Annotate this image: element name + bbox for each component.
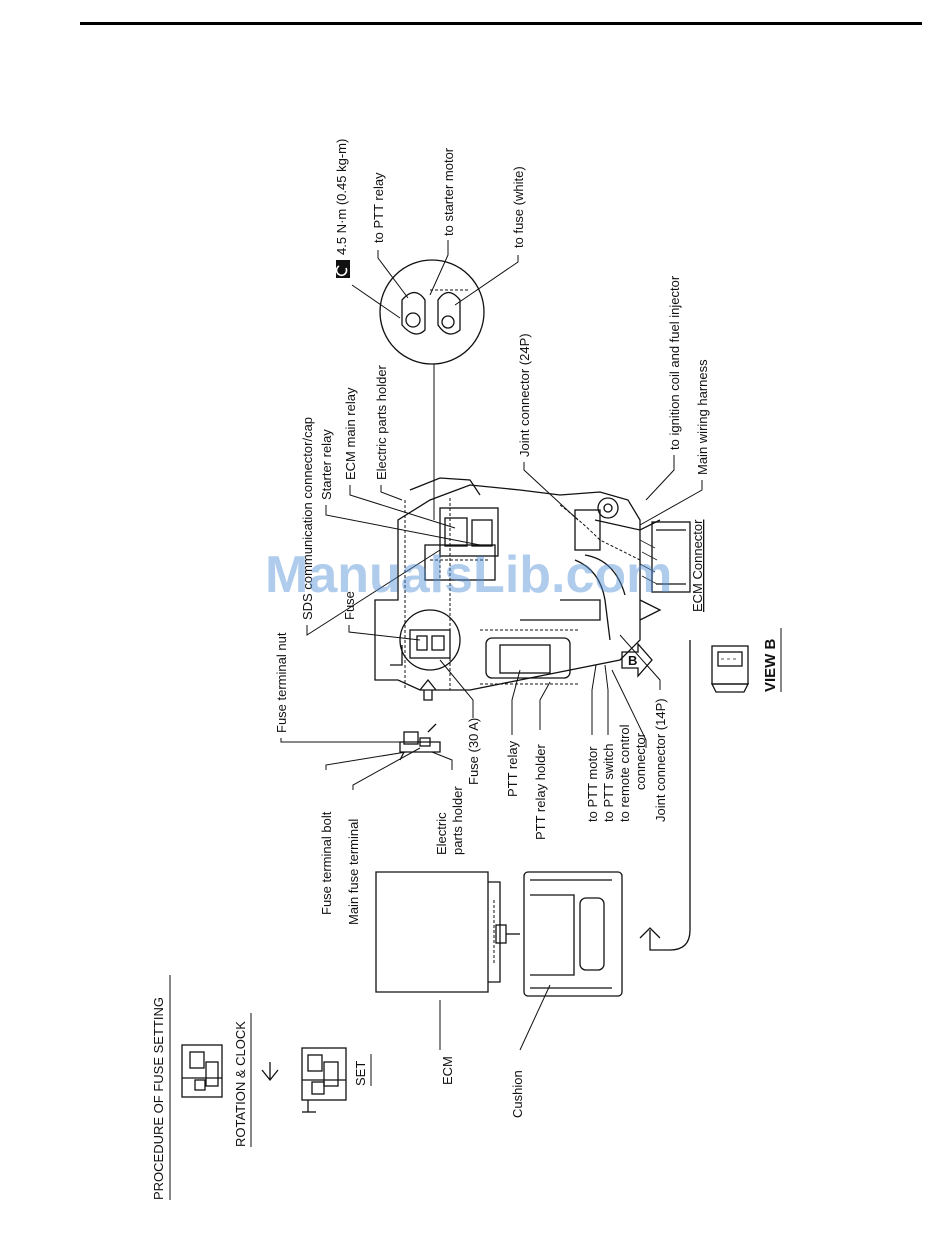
- rotation-step-label: ROTATION & CLOCK: [233, 1021, 248, 1147]
- terminal-detail-circle: [379, 259, 485, 520]
- to-ptt-switch-label: to PTT switch: [601, 743, 616, 822]
- to-ptt-motor-label: to PTT motor: [585, 746, 600, 822]
- view-b-marker: B: [628, 653, 637, 668]
- electric-parts-holder-label-line1: Electric: [434, 812, 449, 855]
- ecm-main-relay-label: ECM main relay: [343, 387, 358, 480]
- main-wiring-harness-label: Main wiring harness: [695, 359, 710, 475]
- fuse-30a-label: Fuse (30 A): [466, 718, 481, 785]
- view-b-connector: [710, 645, 750, 693]
- fuse-label: Fuse: [342, 591, 357, 620]
- joint-connector-14p-label: Joint connector (14P): [653, 698, 668, 822]
- procedure-title: PROCEDURE OF FUSE SETTING: [151, 997, 166, 1200]
- torque-spec: 4.5 N·m (0.45 kg-m): [334, 139, 349, 255]
- to-remote-control-label-line1: to remote control: [617, 724, 632, 822]
- electric-parts-holder-label-line2: parts holder: [450, 786, 465, 855]
- fuse-rotation-icon: [181, 1044, 223, 1098]
- view-b-title: VIEW B: [762, 638, 779, 692]
- fuse-terminal-nut-label: Fuse terminal nut: [274, 632, 289, 733]
- ecm-unit: [375, 871, 520, 993]
- fuse-set-icon: [301, 1047, 347, 1113]
- ecm-label: ECM: [440, 1056, 455, 1085]
- ptt-relay-holder-label: PTT relay holder: [533, 743, 548, 840]
- set-step-label: SET: [353, 1061, 368, 1086]
- watermark: ManualsLib.com: [265, 546, 672, 604]
- torque-wrench-icon: [335, 260, 350, 278]
- main-fuse-terminal-detail: [399, 723, 441, 761]
- electric-parts-holder-assembly: [374, 477, 691, 701]
- sds-connector-label: SDS communication connector/cap: [300, 417, 315, 620]
- starter-relay-label: Starter relay: [319, 429, 334, 500]
- ecm-connector-label: ECM Connector: [690, 519, 705, 612]
- electric-parts-holder-top-label: Electric parts holder: [374, 364, 389, 480]
- direction-arrow-icon: [261, 1062, 279, 1082]
- cushion: [523, 871, 623, 997]
- to-ptt-relay-label: to PTT relay: [371, 172, 386, 243]
- fuse-setting-procedure: PROCEDURE OF FUSE SETTING ROTATION & CLO…: [151, 975, 372, 1200]
- to-ignition-label: to ignition coil and fuel injector: [667, 275, 682, 450]
- to-fuse-white-label: to fuse (white): [511, 166, 526, 248]
- fuse-terminal-bolt-label: Fuse terminal bolt: [319, 811, 334, 915]
- assembly-guide-arrow: [649, 640, 691, 951]
- header-rule: [80, 22, 922, 25]
- main-fuse-terminal-label: Main fuse terminal: [346, 819, 361, 925]
- to-starter-motor-label: to starter motor: [441, 147, 456, 236]
- cushion-label: Cushion: [510, 1070, 525, 1118]
- ptt-relay-label: PTT relay: [505, 740, 520, 797]
- joint-connector-24p-label: Joint connector (24P): [517, 333, 532, 457]
- to-remote-control-label-line2: connector: [633, 732, 648, 790]
